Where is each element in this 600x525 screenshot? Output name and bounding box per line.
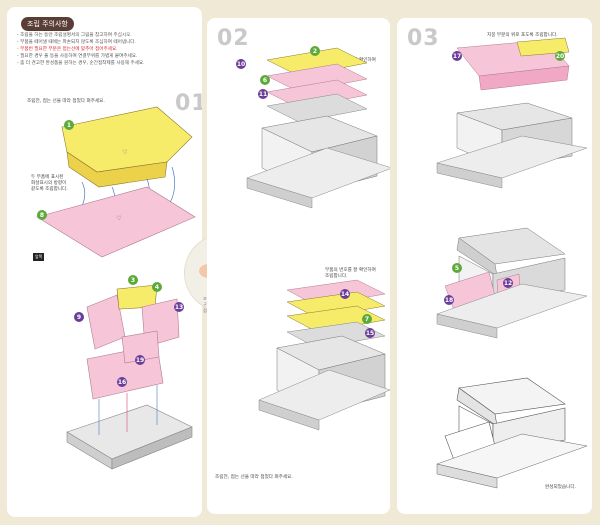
part-number: 9 <box>77 314 81 321</box>
caution-title: 조립 주의사항 <box>21 17 74 31</box>
step-number-1: 01 <box>175 91 202 116</box>
part-number: 4 <box>155 284 159 291</box>
assembly-diagram-1: ♡ ♡ 1 8 3 4 9 13 19 16 <box>36 106 196 470</box>
instruction-panel-2: 02 부품의 번호를 잘 확인하여 조립합니다. 부품의 번호를 잘 확인하여 … <box>207 18 390 514</box>
part-number: 19 <box>136 357 144 364</box>
part-number: 2 <box>313 48 317 55</box>
note-fold-lines: 조립전, 접는 선을 따라 접었다 펴주세요. <box>27 99 105 104</box>
caution-item: - 조립을 하는 동안 조립설명서의 그림을 참고하여 주십시오. <box>17 33 132 38</box>
step-number-2: 02 <box>217 26 250 51</box>
caution-item-red: - 부품번 필요한 부분은 접는선에 맞추어 접어주세요. <box>17 47 118 52</box>
part-number: 14 <box>341 291 349 298</box>
step-number-3: 03 <box>407 26 440 51</box>
part-number: 3 <box>131 277 135 284</box>
part-number: 16 <box>118 379 126 386</box>
instruction-panel-1: 조립 주의사항 - 조립을 하는 동안 조립설명서의 그림을 참고하여 주십시오… <box>7 7 202 517</box>
caution-item: - 좀 더 견고한 완성품을 원하는 경우, 순간접착제를 사용해 주세요. <box>17 61 145 66</box>
part-number: 10 <box>237 61 245 68</box>
part-number: 13 <box>175 304 183 311</box>
part-number: 15 <box>366 330 374 337</box>
part-number: 8 <box>40 212 44 219</box>
part-number: 6 <box>263 77 267 84</box>
part-number: 7 <box>365 316 369 323</box>
instruction-panel-3: 03 지붕 부분의 위로 포도록 조립합니다. 완성되었습니다. 17 20 5… <box>397 18 592 514</box>
assembly-diagram-3: 17 20 5 12 18 <box>436 37 588 489</box>
svg-text:♡: ♡ <box>116 215 121 222</box>
svg-text:♡: ♡ <box>122 149 127 156</box>
note-part-numbers-mid: 부품의 번호를 잘 확인하여 조립합니다. <box>325 268 376 279</box>
front-label: 앞쪽 <box>33 253 45 261</box>
part-number: 1 <box>67 122 71 129</box>
note-complete: 완성되었습니다. <box>545 485 577 490</box>
part-number: 12 <box>504 280 512 287</box>
note-roof-assembly: 지붕 부분의 위로 포도록 조립합니다. <box>487 33 558 38</box>
part-number: 18 <box>445 297 453 304</box>
assembly-diagram-2: 10 2 6 11 14 7 15 <box>236 46 390 431</box>
note-fold-lines-2: 조립전, 접는 선을 따라 접었다 펴주세요. <box>215 475 293 480</box>
part-number: 17 <box>453 53 461 60</box>
caution-item: - 부품을 떼어낼 때에는 파손되지 않도록 조심하여 떼어냅니다. <box>17 40 136 45</box>
part-number: 5 <box>455 265 459 272</box>
caution-item: - 필요한 경우 풀 등을 사용하여 연결부위를 가볍게 붙여주세요. <box>17 54 138 59</box>
part-number: 20 <box>556 53 564 60</box>
caution-list: - 조립을 하는 동안 조립설명서의 그림을 참고하여 주십시오. - 부품을 … <box>17 32 197 67</box>
note-arrow-direction: 두 부품에 표시된 화살표시의 방향이 같도록 조립합니다. <box>31 175 68 192</box>
part-number: 11 <box>259 91 267 98</box>
